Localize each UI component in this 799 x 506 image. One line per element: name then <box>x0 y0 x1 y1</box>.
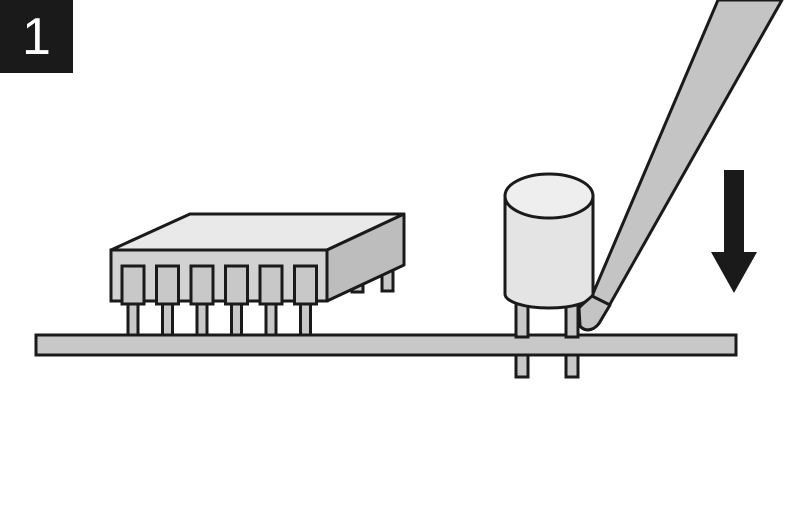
chip-pin-leg <box>126 302 140 337</box>
capacitor-top <box>503 172 595 220</box>
capacitor-legs-bottom <box>514 353 580 379</box>
chip-pin-shoulder <box>120 264 146 306</box>
chip-pin-shoulder <box>258 264 284 306</box>
chip-pin-shoulder <box>155 264 180 306</box>
ic-chip <box>109 212 406 337</box>
tweezer-tip-front <box>577 294 612 332</box>
board <box>34 333 738 357</box>
capacitor-leg <box>514 353 530 379</box>
chip-pins <box>120 264 318 337</box>
circuit-board <box>34 333 738 357</box>
down-arrow-icon <box>711 170 757 293</box>
chip-pin-leg <box>195 302 209 337</box>
chip-pin-leg <box>264 302 278 337</box>
tweezers <box>577 0 784 332</box>
chip-pin-leg <box>299 302 312 337</box>
chip-pin-shoulder <box>293 264 318 306</box>
chip-pin-shoulder <box>189 264 215 306</box>
down-arrow <box>711 170 757 293</box>
chip-pin-leg <box>161 302 174 337</box>
capacitor <box>503 172 595 339</box>
step-number-badge: 1 <box>0 0 73 73</box>
chip-front-face <box>109 248 329 303</box>
tweezer-tip <box>577 0 784 332</box>
chip-pin-leg <box>230 302 243 337</box>
chip-pin-shoulder <box>224 264 249 306</box>
capacitor-leg <box>564 353 580 379</box>
